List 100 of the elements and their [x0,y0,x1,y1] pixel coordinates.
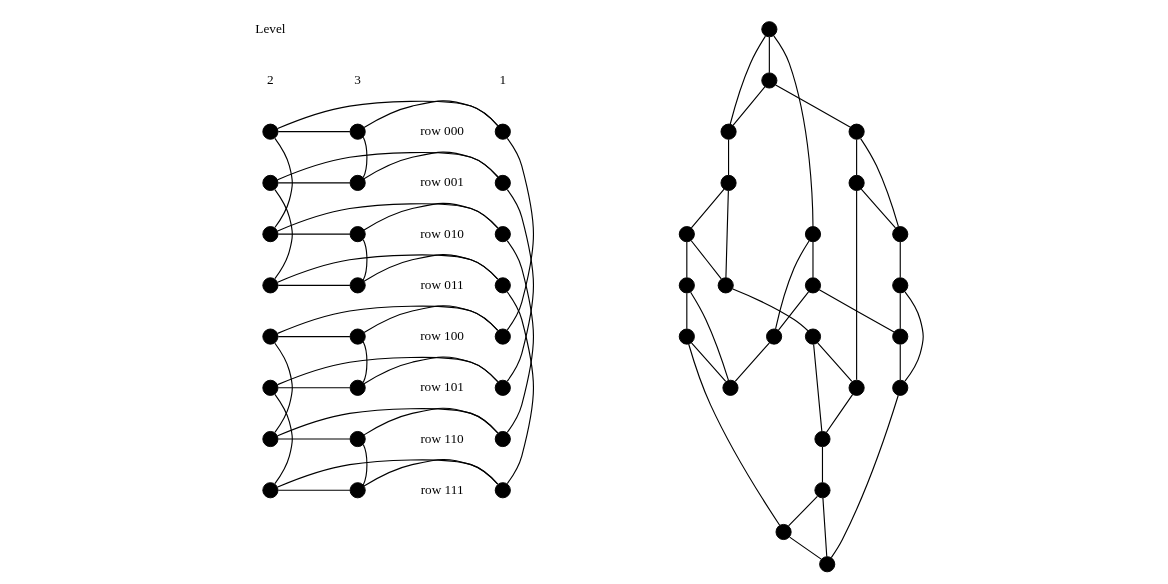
connector [732,288,809,332]
connector [690,342,727,383]
connector [690,188,725,229]
connector [506,240,535,433]
node-circle [717,277,734,294]
node-circle [814,482,831,499]
connector [817,342,853,383]
connector [688,343,781,526]
connector [277,356,499,386]
connector [277,182,351,184]
connector [506,291,535,485]
label: row 000 [420,123,465,139]
node-circle [678,277,695,294]
node-circle [262,174,279,191]
connector [860,188,897,229]
connector [856,138,858,176]
label: 1 [499,71,507,87]
connector [277,203,499,232]
label: 3 [354,71,361,87]
node-circle [804,277,822,294]
connector [830,394,899,559]
node-circle [804,226,822,243]
connector [690,291,730,381]
label: row 001 [420,174,465,190]
connector [789,536,822,560]
node-circle [720,174,737,191]
label: row 100 [420,328,465,344]
connector [506,137,535,331]
node-circle [892,277,909,294]
connector [362,443,368,486]
node-circle [775,523,792,541]
connector [856,190,858,381]
node-circle [848,123,865,140]
node-circle [848,174,865,191]
connector [732,86,766,126]
connector [363,202,499,231]
label: row 110 [420,430,464,446]
connector [725,190,729,279]
connector [775,84,851,128]
node-circle [761,21,778,38]
connector [812,241,814,279]
connector [277,100,499,130]
node-circle [349,379,366,396]
connector [277,387,351,389]
connector [768,36,770,74]
node-circle [720,123,737,140]
connector [274,137,293,229]
connector [899,292,901,330]
connector [363,254,499,282]
connector [363,356,499,385]
node-circle [262,123,279,140]
node-circle [892,226,909,243]
node-circle [892,328,909,345]
connector [821,446,824,484]
node-circle [494,123,511,140]
connector [274,342,293,433]
node-circle [494,482,511,499]
node-circle [262,482,279,499]
label: row 010 [420,225,465,241]
node-circle [349,328,366,345]
connector [773,35,814,228]
node-circle [814,430,831,448]
node-circle [678,328,695,345]
node-circle [494,174,511,191]
connector [904,291,924,382]
connector [734,342,770,383]
connector [274,393,293,485]
connector [277,254,499,283]
connector [686,292,688,330]
label: Level [255,20,286,36]
connector [274,189,293,280]
node-circle [804,328,822,345]
connector [690,240,722,280]
node-circle [262,430,279,448]
connector [506,189,535,382]
connector [825,393,854,434]
connector [686,241,688,279]
node-circle [722,379,739,396]
connector [787,495,818,527]
connector [860,138,900,228]
connector [277,305,499,334]
node-circle [494,277,511,294]
connector [277,408,499,437]
node-circle [262,328,279,345]
node-circle [819,556,836,573]
node-circle [349,226,366,243]
connector [899,241,901,279]
connector [362,136,368,179]
node-circle [349,277,366,294]
connector [899,343,901,381]
connector [277,459,499,488]
connector [818,289,895,333]
connector [277,336,351,338]
connector [277,489,351,491]
node-circle [349,430,366,448]
node-circle [262,277,279,294]
label: row 101 [420,379,465,395]
connector [728,138,730,176]
node-circle [766,328,783,345]
connector [813,343,823,432]
